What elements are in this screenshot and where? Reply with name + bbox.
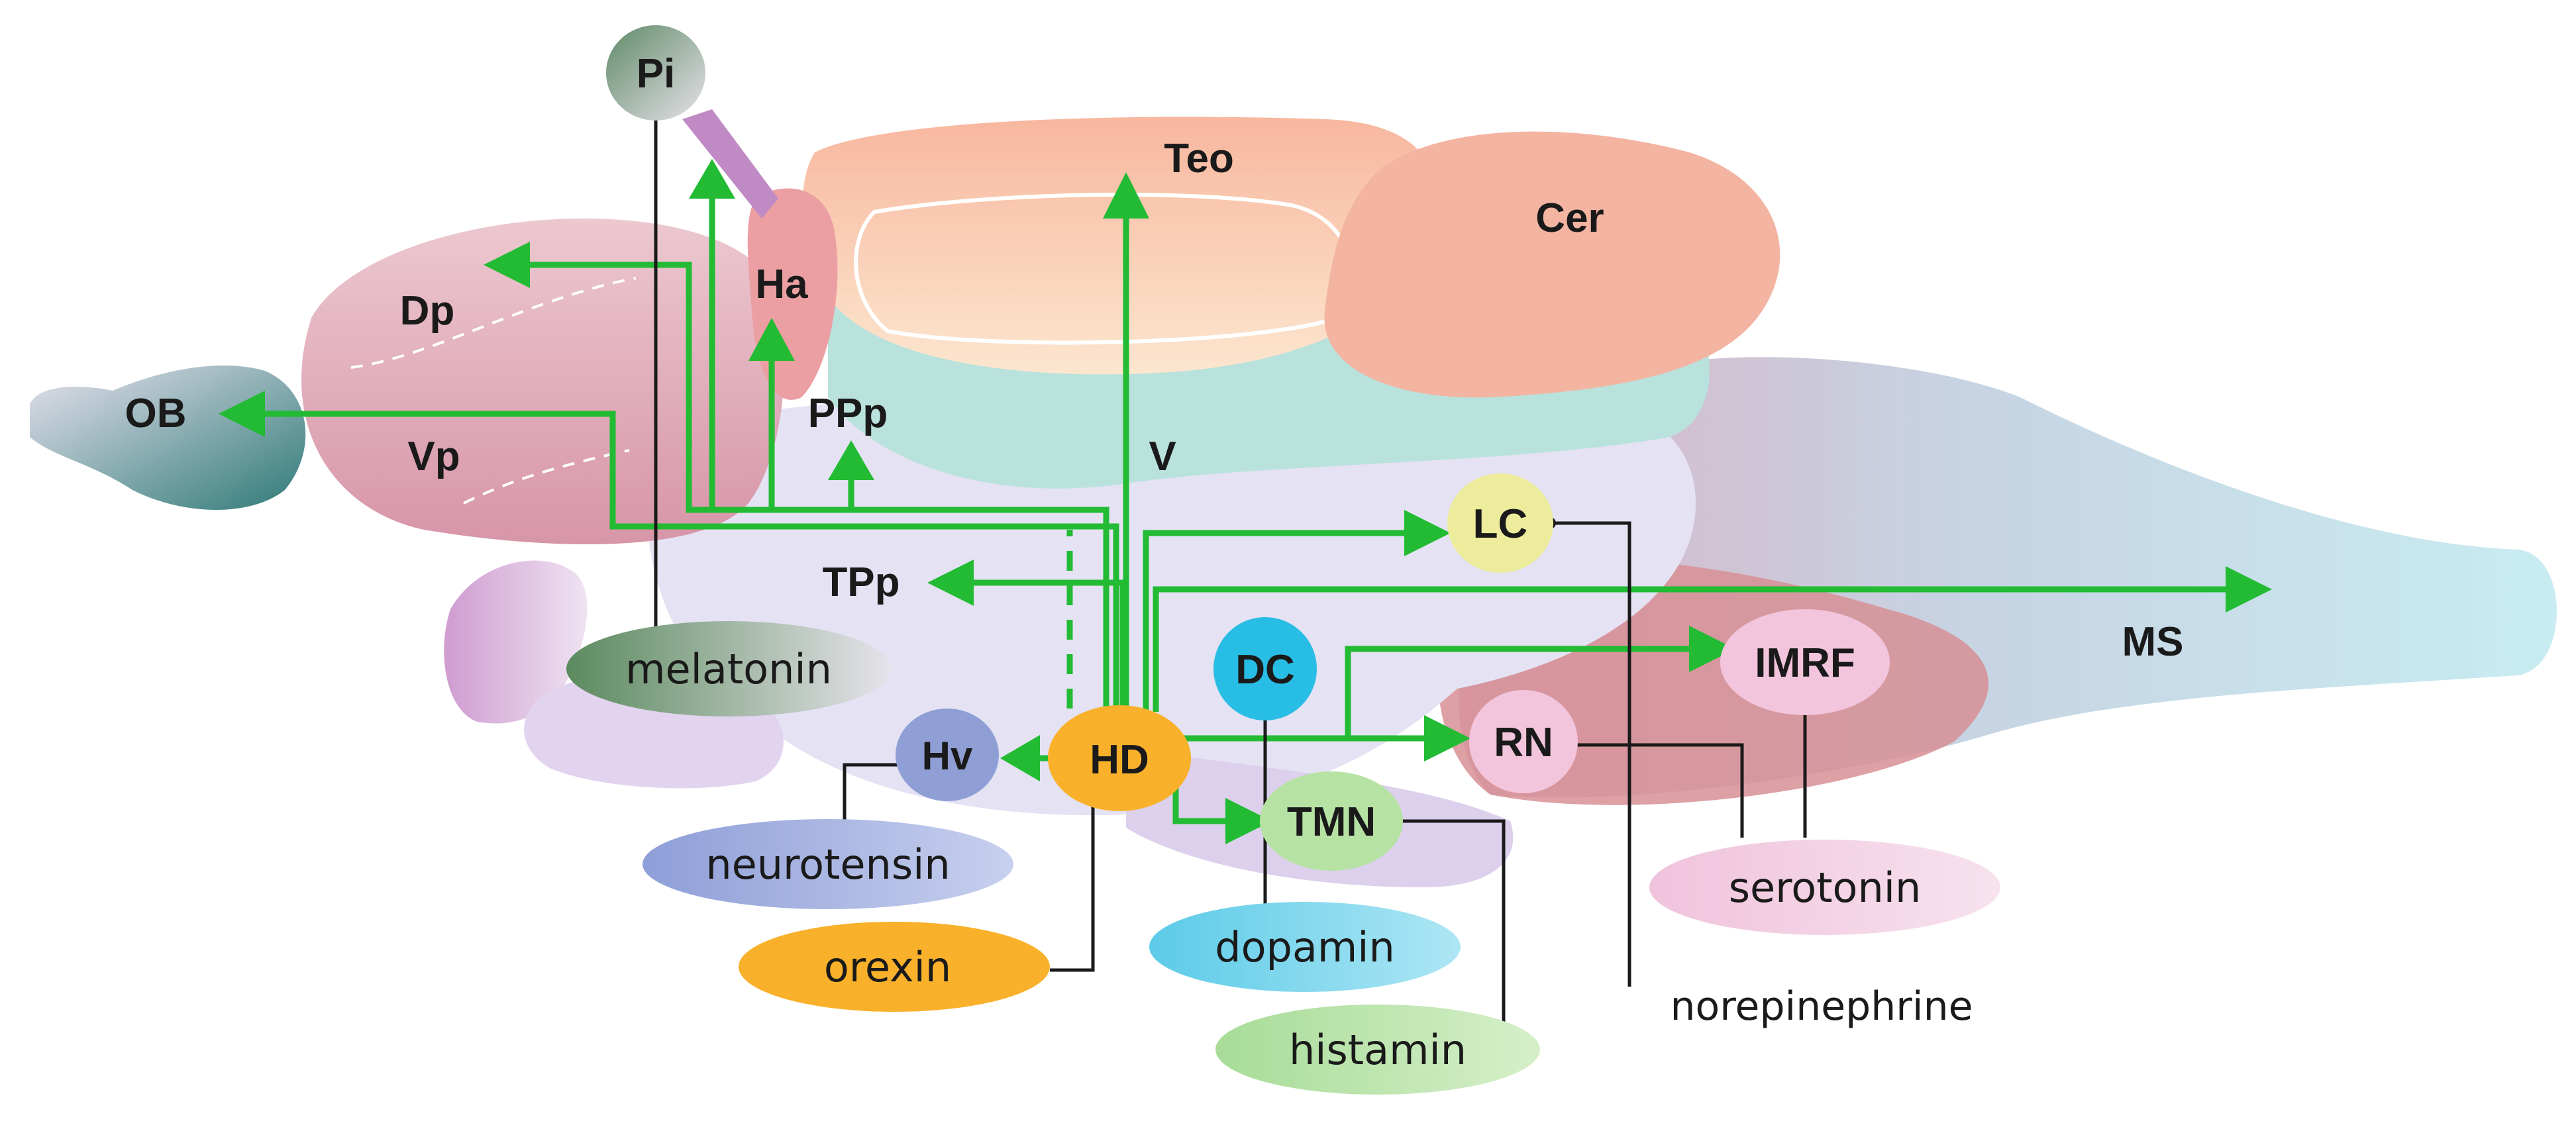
label-ha: Ha bbox=[755, 262, 808, 307]
connector-hd-orexin bbox=[1050, 785, 1095, 972]
label-tpp: TPp bbox=[822, 560, 900, 605]
node-hv bbox=[896, 709, 999, 801]
arrow-hd-to-tpp bbox=[974, 579, 1126, 712]
label-serotonin: serotonin bbox=[1729, 863, 1922, 912]
arrow-hd-to-ob bbox=[265, 411, 1119, 712]
label-ms: MS bbox=[2122, 619, 2184, 665]
arrowhead-tmn bbox=[1225, 798, 1272, 844]
arrowhead-ppp bbox=[828, 440, 874, 480]
node-dc bbox=[1213, 617, 1317, 720]
label-ppp: PPp bbox=[808, 391, 888, 436]
telencephalon-shape bbox=[301, 219, 784, 545]
arrowhead-tpp bbox=[927, 560, 974, 606]
arrowhead-ms bbox=[2226, 566, 2272, 613]
node-rn bbox=[1469, 690, 1578, 793]
arrow-to-imrf bbox=[1345, 646, 1689, 738]
label-orexin: orexin bbox=[824, 943, 951, 991]
arrow-hd-to-tmn bbox=[1172, 788, 1225, 824]
arrow-hd-to-lc bbox=[1143, 530, 1404, 712]
label-ob: OB bbox=[125, 391, 187, 436]
label-norepinephrine: norepinephrine bbox=[1670, 983, 1973, 1030]
node-rn-label: RN bbox=[1494, 720, 1553, 765]
connector-tmn-histamin bbox=[1378, 819, 1506, 1023]
label-dopamin: dopamin bbox=[1215, 923, 1395, 971]
connector-lc-norepinephrine bbox=[1550, 521, 1631, 987]
node-hd bbox=[1048, 705, 1191, 811]
label-histamin: histamin bbox=[1289, 1026, 1467, 1074]
arrowhead-pi bbox=[689, 159, 735, 199]
oval-histamin bbox=[1215, 1005, 1540, 1095]
nuclei: Pi HD Hv DC LC RN IMRF TMN bbox=[606, 25, 1890, 871]
region-labels: Teo Cer Dp Vp OB Ha PPp TPp V MS bbox=[125, 136, 2184, 665]
telencephalon-dashed-line bbox=[350, 277, 637, 369]
arrow-hd-to-dp bbox=[530, 262, 1109, 712]
node-lc bbox=[1447, 473, 1553, 573]
arrowhead-dp bbox=[484, 242, 530, 288]
label-neurotensin: neurotensin bbox=[705, 840, 950, 889]
label-teo: Teo bbox=[1164, 136, 1234, 181]
olfactory-bulb-shape bbox=[30, 365, 306, 510]
midbrain-body-shape bbox=[647, 371, 1696, 816]
label-vp: Vp bbox=[407, 434, 460, 479]
projection-arrows bbox=[219, 159, 2272, 844]
node-dc-label: DC bbox=[1235, 647, 1295, 693]
node-pi-label: Pi bbox=[637, 51, 676, 97]
node-hd-label: HD bbox=[1090, 737, 1149, 783]
arrowhead-rn bbox=[1424, 715, 1470, 761]
node-imrf-label: IMRF bbox=[1755, 640, 1855, 686]
label-v: V bbox=[1149, 434, 1176, 479]
optic-tectum-shape bbox=[802, 117, 1437, 375]
node-lc-label: LC bbox=[1473, 501, 1528, 547]
oval-neurotensin bbox=[643, 819, 1013, 909]
arrowhead-imrf bbox=[1689, 626, 1735, 672]
oval-melatonin bbox=[566, 621, 891, 716]
arrowhead-ob bbox=[219, 391, 265, 437]
oval-dopamin bbox=[1149, 902, 1461, 992]
transmitters: melatonin neurotensin orexin dopamin his… bbox=[566, 621, 2000, 1095]
oval-orexin bbox=[739, 922, 1050, 1012]
arrowhead-teo bbox=[1103, 172, 1149, 219]
node-tmn bbox=[1260, 771, 1403, 871]
connector-rn-serotonin bbox=[1563, 743, 1744, 838]
node-pi bbox=[606, 25, 705, 121]
oval-serotonin bbox=[1649, 840, 2000, 935]
arrowhead-lc bbox=[1404, 510, 1451, 556]
pituitary-shape bbox=[444, 560, 588, 724]
node-imrf bbox=[1720, 609, 1890, 715]
label-dp: Dp bbox=[400, 288, 455, 334]
brain-anatomy bbox=[30, 109, 2557, 887]
telencephalon-dashed-line-2 bbox=[463, 449, 630, 505]
node-hv-label: Hv bbox=[922, 734, 973, 778]
cerebellum-shape bbox=[1324, 131, 1780, 398]
arrowhead-hv bbox=[1000, 735, 1040, 781]
arrow-hd-to-ms bbox=[1153, 586, 2226, 712]
node-tmn-label: TMN bbox=[1287, 799, 1376, 845]
arrowhead-ha bbox=[748, 318, 795, 361]
label-cer: Cer bbox=[1535, 195, 1604, 241]
pineal-stalk-shape bbox=[682, 109, 778, 219]
label-melatonin: melatonin bbox=[625, 645, 832, 693]
